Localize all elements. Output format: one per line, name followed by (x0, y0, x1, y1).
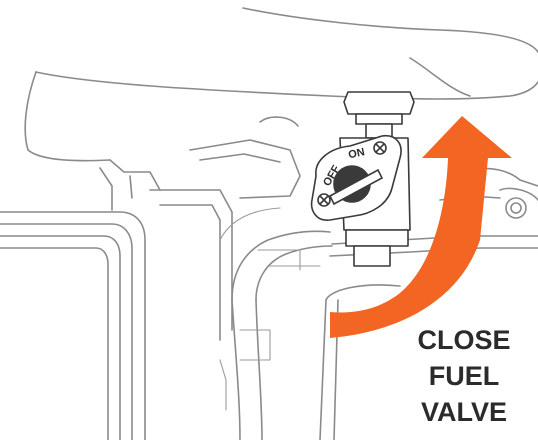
fuel-valve[interactable]: ON OFF (310, 91, 415, 267)
close-fuel-valve-caption: CLOSE FUEL VALVE (404, 322, 524, 430)
engine-block (189, 116, 333, 440)
engine-frame (0, 159, 233, 440)
close-direction-arrow (330, 116, 512, 338)
valve-on-label: ON (347, 146, 366, 161)
caption-line-1: CLOSE (417, 325, 511, 355)
caption-line-3: VALVE (420, 397, 507, 427)
caption-line-2: FUEL (428, 361, 500, 391)
